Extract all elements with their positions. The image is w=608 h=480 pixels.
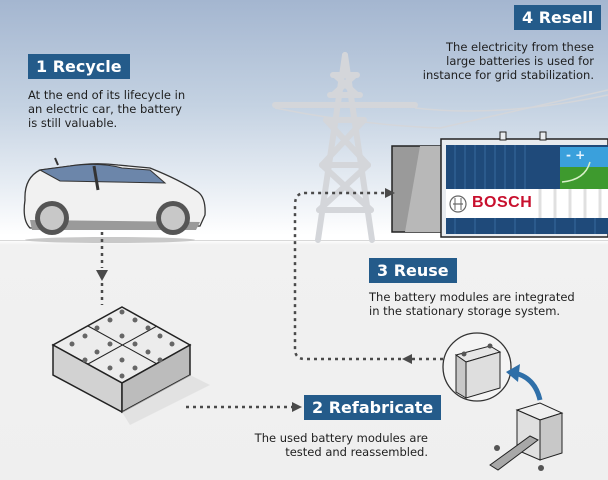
step-1-line: At the end of its lifecycle in [28,88,186,102]
step-1-label: 1 Recycle [28,54,130,79]
step-4-line: large batteries is used for [446,54,594,68]
ground-line [0,240,608,241]
solar-panel-symbols: - + [566,148,586,162]
storage-brand-bosch: BOSCH [472,194,533,211]
step-3-line: The battery modules are integrated [369,290,575,304]
arrow-reuse-to-storage [293,191,443,361]
step-4-label: 4 Resell [514,5,602,30]
step-1-line: an electric car, the battery [28,102,182,116]
step-1-line: is still valuable. [28,116,118,130]
step-2-label: 2 Refabricate [304,395,442,420]
step-2-description: The used battery modules are tested and … [255,431,428,459]
step-4-line: instance for grid stabilization. [422,68,594,82]
step-3-line: in the stationary storage system. [369,304,561,318]
step-4-line: The electricity from these [446,40,594,54]
step-4-description: The electricity from these large batteri… [423,40,594,82]
step-3-description: The battery modules are integrated in th… [369,290,575,318]
step-2-line: The used battery modules are [254,431,428,445]
step-1-description: At the end of its lifecycle in an electr… [28,88,185,130]
step-3-label: 3 Reuse [369,258,457,283]
step-2-line: tested and reassembled. [285,445,428,459]
